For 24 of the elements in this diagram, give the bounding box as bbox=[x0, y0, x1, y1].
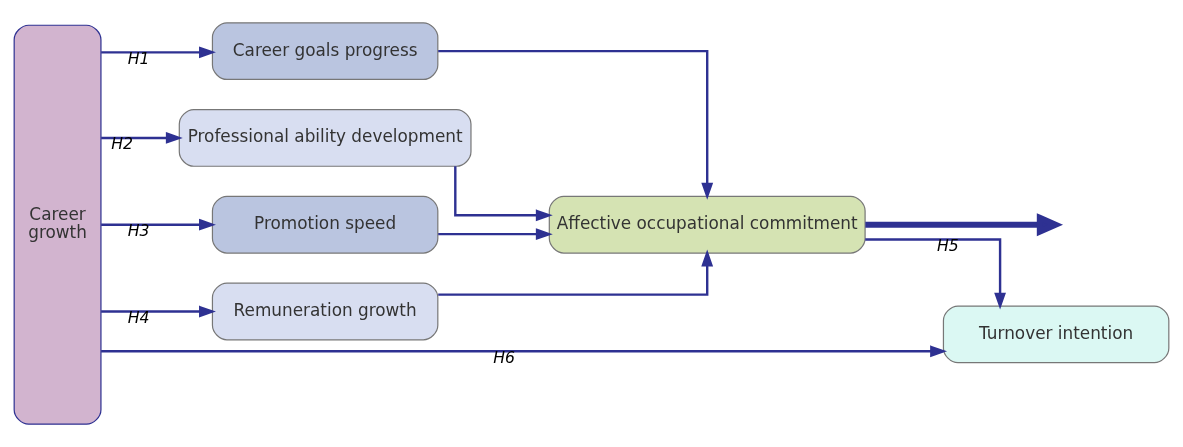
edge-label: H2 bbox=[111, 134, 133, 154]
edge-label: H6 bbox=[493, 347, 516, 367]
edge-label: H4 bbox=[127, 307, 150, 327]
edge-label: H3 bbox=[127, 221, 150, 241]
node-box: Professional ability development bbox=[178, 109, 472, 167]
arrow bbox=[101, 46, 216, 59]
arrow bbox=[101, 305, 216, 318]
node-box: Affective occupational commitment bbox=[548, 195, 866, 254]
arrow bbox=[101, 218, 216, 231]
node-box: Promotion speed bbox=[211, 195, 439, 254]
arrow bbox=[438, 249, 714, 296]
node-box: Career growth bbox=[13, 24, 102, 425]
node-box: Turnover intention bbox=[942, 305, 1170, 364]
arrow bbox=[865, 238, 1006, 310]
node-box: Career goals progress bbox=[211, 22, 439, 81]
edge-label: H5 bbox=[936, 235, 959, 255]
arrow bbox=[454, 166, 553, 222]
arrow bbox=[101, 132, 183, 144]
arrow bbox=[438, 49, 714, 200]
arrow bbox=[101, 345, 948, 358]
edge-label: H1 bbox=[127, 48, 150, 68]
node-box: Remuneration growth bbox=[211, 282, 439, 341]
arrow bbox=[865, 213, 1064, 237]
arrow bbox=[438, 228, 553, 241]
